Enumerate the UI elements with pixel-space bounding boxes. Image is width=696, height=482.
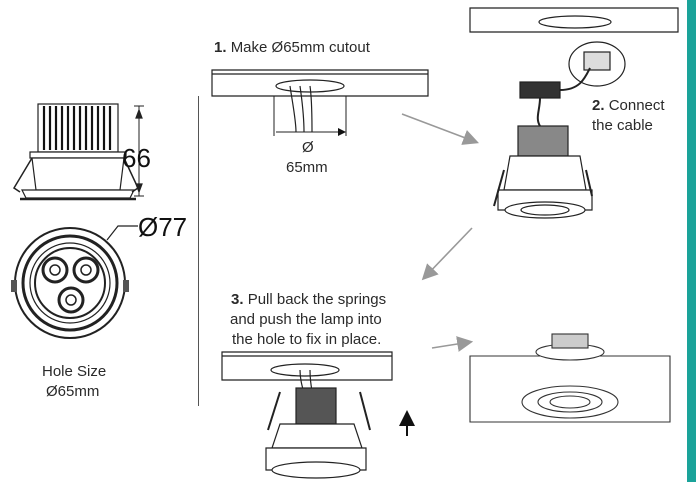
step2-text-line2: the cable — [592, 117, 653, 134]
lamp-side-view — [12, 103, 144, 201]
step3-number: 3. — [231, 291, 244, 308]
lamp-front-view — [11, 225, 138, 339]
height-dimension: 66 — [122, 143, 151, 173]
step2-assembly — [469, 7, 679, 219]
step2-number: 2. — [592, 97, 605, 114]
step1-ceiling — [211, 69, 429, 136]
installed-view — [469, 333, 671, 423]
divider-line — [198, 96, 199, 406]
accent-border — [687, 0, 696, 482]
hole-size-label: Hole Size — [42, 363, 107, 380]
step3-assembly — [221, 351, 415, 479]
arrow-step3-to-final — [431, 336, 474, 352]
cutout-diameter-symbol: Ø — [302, 139, 314, 156]
step3-text-line1: Pull back the springs — [247, 291, 387, 308]
diameter-dimension: Ø77 — [138, 212, 188, 242]
arrow-step2-to-step3 — [421, 227, 473, 281]
step3-text-line3: the hole to fix in place. — [232, 331, 382, 348]
step1-text: Make Ø65mm cutout — [230, 39, 370, 56]
arrow-step1-to-step2 — [401, 113, 479, 145]
step1-label: 1. Make Ø65mm cutout — [214, 38, 370, 57]
step3-text-line2: and push the lamp into — [230, 311, 382, 328]
hole-size-value: Ø65mm — [46, 383, 100, 400]
cutout-diameter-value: 65mm — [286, 159, 328, 176]
step3-label-line1: 3. Pull back the springs — [231, 290, 386, 309]
step1-number: 1. — [214, 39, 227, 56]
step2-label-line1: 2. Connect — [592, 96, 665, 115]
step2-text-line1: Connect — [608, 97, 665, 114]
